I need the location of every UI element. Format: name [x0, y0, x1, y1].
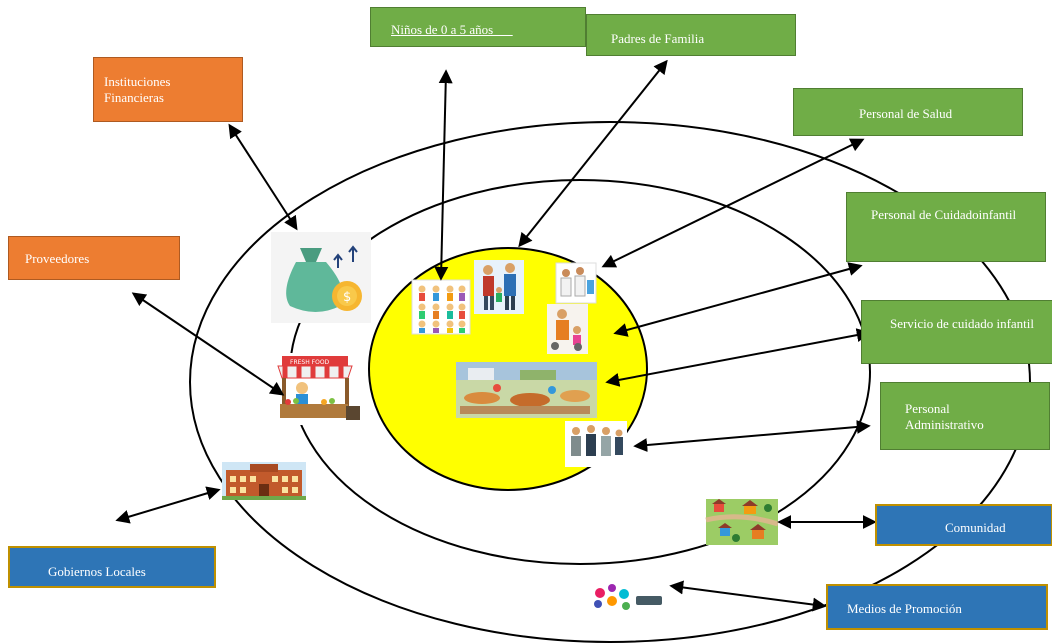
community-town-map: [705, 499, 779, 545]
fresh-food-market-stall: FRESH FOOD: [262, 353, 368, 425]
label-medios: Medios de Promoción: [847, 601, 962, 616]
childcare-classroom-photo: [456, 362, 597, 418]
arrow-admin: [633, 419, 871, 453]
label-cuidado: Personal de Cuidadoinfantil: [871, 207, 1017, 222]
box-medios-promocion: Medios de Promoción: [826, 584, 1048, 630]
box-instituciones-financieras: Instituciones Financieras: [93, 57, 243, 122]
label-comunidad: Comunidad: [945, 520, 1006, 535]
arrow-servicio: [605, 328, 871, 387]
arrow-cuidado: [613, 262, 863, 337]
arrow-instit: [228, 123, 298, 231]
label-salud: Personal de Salud: [859, 106, 953, 121]
label-instit-line2: Financieras: [104, 90, 164, 106]
label-padres: Padres de Familia: [611, 31, 705, 46]
label-ninos: Niños de 0 a 5 años: [391, 22, 513, 37]
box-personal-salud: Personal de Salud: [793, 88, 1023, 136]
label-admin-line1: Personal: [905, 401, 950, 416]
box-comunidad: Comunidad: [875, 504, 1052, 546]
media-promotion-icon: [590, 584, 664, 612]
money-bag-icon: $: [271, 232, 371, 323]
svg-text:$: $: [343, 290, 351, 305]
town-hall-building: [222, 462, 306, 500]
box-ninos: Niños de 0 a 5 años: [370, 7, 586, 47]
arrow-padres: [518, 59, 668, 248]
label-proveedores: Proveedores: [25, 251, 90, 266]
label-gobiernos: Gobiernos Locales: [48, 564, 146, 579]
box-padres: Padres de Familia: [586, 14, 796, 56]
box-servicio-cuidado: Servicio de cuidado infantil: [861, 300, 1052, 364]
arrow-salud: [601, 138, 865, 268]
box-proveedores: Proveedores: [8, 236, 180, 280]
label-servicio: Servicio de cuidado infantil: [889, 316, 1035, 331]
arrow-gobiernos: [115, 486, 221, 524]
box-personal-administrativo: Personal Administrativo: [880, 382, 1050, 450]
health-staff-photo: [555, 262, 597, 304]
children-group-photo: [411, 279, 471, 335]
arrow-ninos: [434, 69, 453, 281]
connector-arrows: [115, 59, 877, 612]
family-photo: [474, 260, 524, 314]
label-admin-line2: Administrativo: [905, 417, 984, 433]
administrative-staff-photo: [565, 421, 627, 467]
box-gobiernos-locales: Gobiernos Locales: [8, 546, 216, 588]
arrow-medios: [669, 580, 827, 612]
caregiver-photo: [547, 304, 588, 354]
box-personal-cuidado: Personal de Cuidadoinfantil: [846, 192, 1046, 262]
arrow-proveedores: [131, 292, 285, 396]
label-instit-line1: Instituciones: [104, 74, 171, 89]
fresh-food-sign: FRESH FOOD: [290, 359, 330, 366]
